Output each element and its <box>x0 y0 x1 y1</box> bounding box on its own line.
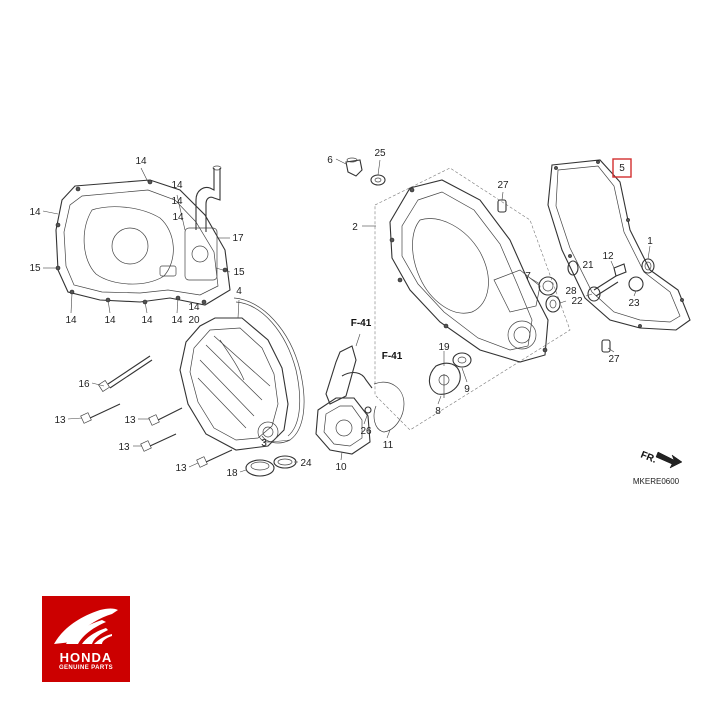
callout-label: 25 <box>374 148 386 159</box>
callout-label: 14 <box>141 315 153 326</box>
fasteners <box>80 355 297 477</box>
clutch-cover-assembly <box>55 165 231 306</box>
drawing-code: MKERE0600 <box>633 477 680 486</box>
callout-label: 19 <box>438 342 450 353</box>
callout-label: 14 <box>29 207 41 218</box>
callout-label: 12 <box>602 251 614 262</box>
callout-label: 15 <box>233 267 245 278</box>
figure-reference: F-41 <box>351 318 372 329</box>
callout-label: 21 <box>582 260 594 271</box>
callout-label: 13 <box>54 415 66 426</box>
callout-label: 18 <box>226 468 238 479</box>
callout-label: 28 <box>565 286 577 297</box>
callout-label: 3 <box>261 438 267 449</box>
figure-reference: F-41 <box>382 351 403 362</box>
callout-labels: 14 14 14 14 15 15 14 14 14 14 14 20 14 1… <box>29 148 653 479</box>
callout-label: 2 <box>352 222 358 233</box>
logo-brand-text: HONDA <box>59 650 113 665</box>
callout-label: 14 <box>65 315 77 326</box>
callout-label: 14 <box>171 180 183 191</box>
callout-label: 17 <box>232 233 244 244</box>
front-direction-arrow: FR. <box>639 450 683 469</box>
callout-label: 10 <box>335 462 347 473</box>
leader-lines <box>42 158 651 473</box>
callout-label: 4 <box>236 286 242 297</box>
callout-label: 8 <box>435 406 441 417</box>
callout-label: 9 <box>464 384 470 395</box>
callout-label: 22 <box>571 296 583 307</box>
cover-gasket <box>547 159 691 331</box>
callout-label: 16 <box>78 379 90 390</box>
callout-label: 26 <box>360 426 372 437</box>
callout-label: 14 <box>188 302 200 313</box>
callout-label: 13 <box>118 442 130 453</box>
callout-label: 5 <box>619 163 625 174</box>
callout-label: 11 <box>383 440 394 451</box>
callout-label: 14 <box>104 315 116 326</box>
crankcase-cover <box>374 167 571 431</box>
highlight-box <box>612 158 632 178</box>
callout-label: 7 <box>525 271 531 282</box>
callout-label: 15 <box>29 263 41 274</box>
callout-label: 1 <box>647 236 653 247</box>
callout-label: 24 <box>300 458 312 469</box>
callout-label: 13 <box>124 415 136 426</box>
water-pump-assembly <box>315 345 472 455</box>
callout-label: 14 <box>171 315 183 326</box>
callout-label: 14 <box>172 212 184 223</box>
callout-label: 27 <box>608 354 620 365</box>
honda-genuine-parts-logo: HONDA GENUINE PARTS <box>42 596 130 682</box>
wing-icon <box>54 608 118 644</box>
callout-label: 27 <box>497 180 509 191</box>
callout-label: 6 <box>327 155 333 166</box>
callout-label: 13 <box>175 463 187 474</box>
shaft-and-seals <box>538 258 655 313</box>
callout-label: 20 <box>188 315 200 326</box>
callout-label: 14 <box>135 156 147 167</box>
fr-label: FR. <box>639 450 658 466</box>
callout-label: 23 <box>628 298 640 309</box>
small-parts-top <box>345 157 611 353</box>
callout-label: 14 <box>171 196 183 207</box>
right-crankcase-cover <box>179 297 305 451</box>
logo-tagline: GENUINE PARTS <box>58 665 114 671</box>
